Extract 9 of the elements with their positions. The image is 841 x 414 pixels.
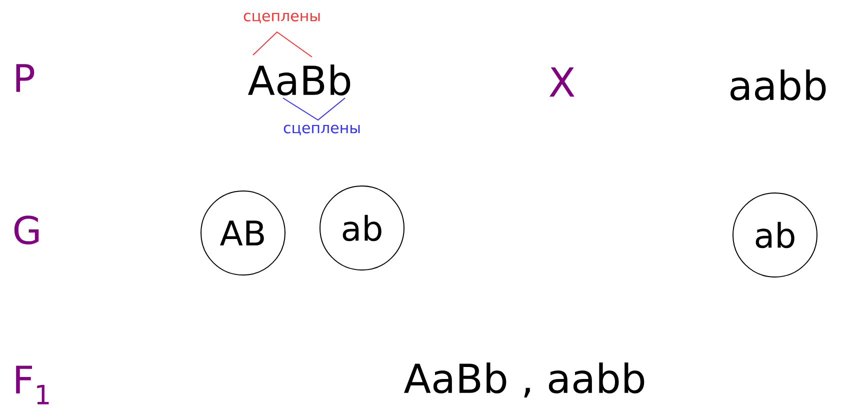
annotation-label: сцеплены (244, 12, 320, 24)
cross-sign: X (550, 67, 574, 97)
genotype-label: AaBb , aabb (404, 362, 644, 398)
row-label: F$_{1}$ (16, 366, 49, 404)
annotation-label: сцеплены (284, 124, 360, 136)
row-label: P (16, 64, 34, 92)
row-label: G (14, 216, 39, 244)
genotype-label: aabb (730, 70, 826, 100)
genotype-label: AaBb (248, 64, 350, 96)
